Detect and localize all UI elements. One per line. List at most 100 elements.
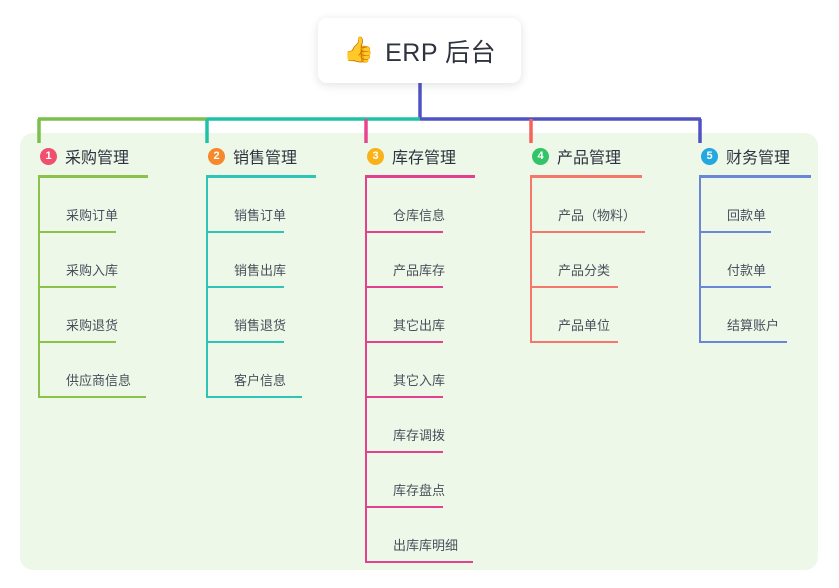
- leaf-item-label: 销售退货: [234, 318, 287, 333]
- leaf-item-label: 采购入库: [66, 263, 119, 278]
- leaf-item-label: 产品库存: [393, 263, 446, 278]
- column-underline: [365, 175, 475, 178]
- column-items: 仓库信息产品库存其它出库其它入库库存调拨库存盘点出库库明细: [365, 178, 520, 563]
- leaf-item-label: 产品分类: [558, 263, 611, 278]
- thumbs-up-icon: 👍: [342, 36, 375, 64]
- leaf-item-label: 结算账户: [727, 318, 780, 333]
- leaf-item-label: 产品（物料）: [558, 208, 637, 223]
- leaf-item-label: 回款单: [727, 208, 767, 223]
- leaf-item-label: 产品单位: [558, 318, 611, 333]
- leaf-item-label: 仓库信息: [393, 208, 446, 223]
- leaf-item[interactable]: 回款单: [699, 178, 819, 233]
- leaf-item-label: 库存调拨: [393, 428, 446, 443]
- leaf-item-underline: [206, 396, 302, 398]
- leaf-item-underline: [365, 396, 443, 398]
- leaf-item-label: 库存盘点: [393, 483, 446, 498]
- column-header-3[interactable]: 3 库存管理: [365, 143, 520, 169]
- column-spine: [38, 178, 40, 398]
- leaf-item[interactable]: 产品单位: [530, 288, 685, 343]
- leaf-item[interactable]: 采购入库: [38, 233, 193, 288]
- column-1: 1 采购管理采购订单采购入库采购退货供应商信息: [38, 143, 193, 398]
- leaf-item-label: 采购订单: [66, 208, 119, 223]
- leaf-item-label: 其它出库: [393, 318, 446, 333]
- column-4: 4 产品管理产品（物料） 产品分类产品单位: [530, 143, 685, 343]
- column-items: 采购订单采购入库采购退货供应商信息: [38, 178, 193, 398]
- column-3: 3 库存管理仓库信息产品库存其它出库其它入库库存调拨库存盘点出库库明细: [365, 143, 520, 563]
- leaf-item[interactable]: 采购订单: [38, 178, 193, 233]
- leaf-item-label: 销售出库: [234, 263, 287, 278]
- column-underline: [699, 175, 811, 178]
- leaf-item[interactable]: 采购退货: [38, 288, 193, 343]
- leaf-item[interactable]: 结算账户: [699, 288, 819, 343]
- column-badge-4: 4: [532, 147, 549, 165]
- column-title: 财务管理: [726, 150, 791, 167]
- column-header-4[interactable]: 4 产品管理: [530, 143, 685, 169]
- leaf-item-underline: [365, 506, 443, 508]
- column-underline: [530, 175, 642, 178]
- leaf-item-underline: [699, 286, 771, 288]
- leaf-item[interactable]: 产品库存: [365, 233, 520, 288]
- leaf-item[interactable]: 销售订单: [206, 178, 361, 233]
- leaf-item-underline: [38, 341, 116, 343]
- leaf-item-underline: [699, 341, 787, 343]
- leaf-item[interactable]: 产品分类: [530, 233, 685, 288]
- column-spine: [530, 178, 532, 343]
- column-header-2[interactable]: 2 销售管理: [206, 143, 361, 169]
- column-spine: [365, 178, 367, 563]
- leaf-item-label: 采购退货: [66, 318, 119, 333]
- leaf-item[interactable]: 其它出库: [365, 288, 520, 343]
- leaf-item-label: 供应商信息: [66, 373, 132, 388]
- column-title: 销售管理: [233, 150, 298, 167]
- column-header-1[interactable]: 1 采购管理: [38, 143, 193, 169]
- column-5: 5 财务管理回款单付款单结算账户: [699, 143, 819, 343]
- column-underline: [38, 175, 148, 178]
- column-title: 产品管理: [557, 150, 622, 167]
- leaf-item-underline: [365, 451, 443, 453]
- leaf-item[interactable]: 库存调拨: [365, 398, 520, 453]
- column-title: 库存管理: [392, 150, 457, 167]
- column-badge-3: 3: [367, 147, 384, 165]
- leaf-item[interactable]: 客户信息: [206, 343, 361, 398]
- leaf-item[interactable]: 销售出库: [206, 233, 361, 288]
- column-badge-2: 2: [208, 147, 225, 165]
- leaf-item[interactable]: 供应商信息: [38, 343, 193, 398]
- leaf-item-underline: [530, 286, 618, 288]
- column-spine: [699, 178, 701, 343]
- leaf-item-underline: [38, 231, 116, 233]
- column-badge-5: 5: [701, 147, 718, 165]
- leaf-item-label: 其它入库: [393, 373, 446, 388]
- column-items: 产品（物料） 产品分类产品单位: [530, 178, 685, 343]
- column-spine: [206, 178, 208, 398]
- leaf-item-underline: [365, 231, 443, 233]
- column-underline: [206, 175, 316, 178]
- leaf-item-underline: [365, 286, 443, 288]
- leaf-item[interactable]: 销售退货: [206, 288, 361, 343]
- leaf-item[interactable]: 其它入库: [365, 343, 520, 398]
- column-header-5[interactable]: 5 财务管理: [699, 143, 819, 169]
- leaf-item-underline: [365, 341, 443, 343]
- leaf-item-underline: [38, 396, 146, 398]
- leaf-item-underline: [206, 231, 284, 233]
- leaf-item[interactable]: 产品（物料）: [530, 178, 685, 233]
- leaf-item[interactable]: 库存盘点: [365, 453, 520, 508]
- column-items: 回款单付款单结算账户: [699, 178, 819, 343]
- root-title: ERP 后台: [385, 38, 497, 67]
- leaf-item-underline: [530, 341, 618, 343]
- root-node[interactable]: 👍 ERP 后台: [318, 18, 521, 83]
- leaf-item-label: 付款单: [727, 263, 767, 278]
- branch-panel: [20, 133, 818, 570]
- leaf-item-underline: [365, 561, 473, 563]
- leaf-item-underline: [206, 286, 284, 288]
- leaf-item-underline: [206, 341, 284, 343]
- column-title: 采购管理: [65, 150, 130, 167]
- leaf-item-label: 客户信息: [234, 373, 287, 388]
- leaf-item[interactable]: 仓库信息: [365, 178, 520, 233]
- column-2: 2 销售管理销售订单销售出库销售退货客户信息: [206, 143, 361, 398]
- leaf-item-label: 销售订单: [234, 208, 287, 223]
- leaf-item[interactable]: 出库库明细: [365, 508, 520, 563]
- leaf-item-label: 出库库明细: [393, 538, 459, 553]
- leaf-item[interactable]: 付款单: [699, 233, 819, 288]
- leaf-item-underline: [38, 286, 116, 288]
- column-badge-1: 1: [40, 147, 57, 165]
